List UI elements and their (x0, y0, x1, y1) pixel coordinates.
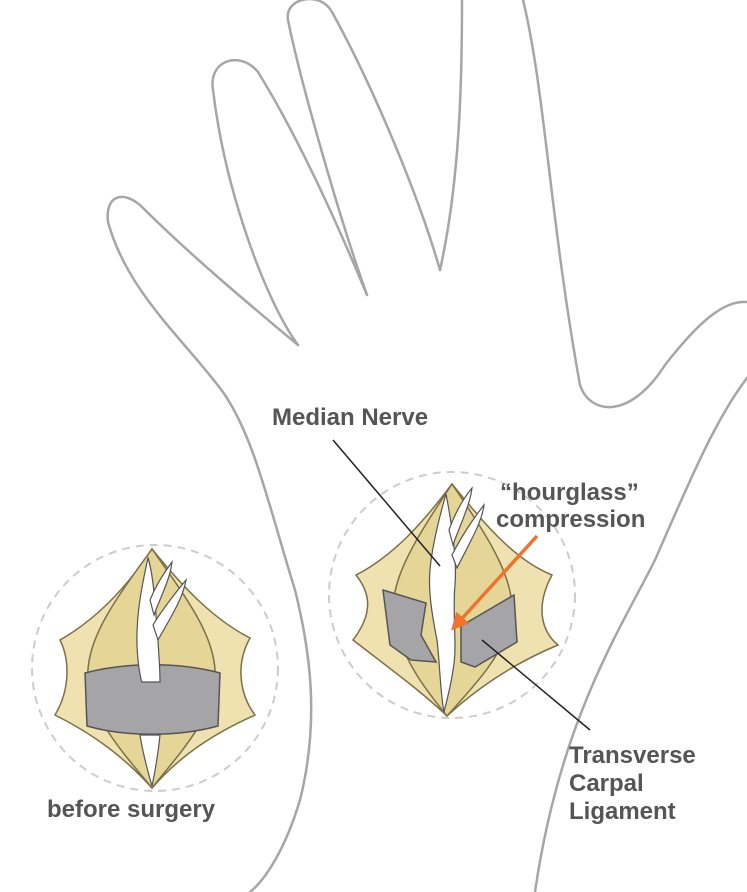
before-ligament-band (84, 664, 221, 735)
compression-inset (328, 471, 576, 719)
before-surgery-label: before surgery (47, 796, 216, 823)
compression-nerve (428, 486, 485, 713)
finger-middle (438, 0, 464, 272)
hand-outline (106, 0, 747, 892)
before-surgery-inset-circle (31, 544, 279, 792)
compression-arrow (451, 534, 539, 631)
compression-inset-circle (328, 471, 576, 719)
ligament-leader-line (481, 639, 591, 731)
hand-left-edge (106, 195, 313, 892)
thumb-lower-edge (533, 376, 747, 892)
before-surgery-inset (31, 544, 279, 792)
ligament-right-piece (460, 593, 518, 668)
finger-ring (286, 0, 442, 297)
median-nerve-leader-line (332, 439, 441, 567)
hourglass-label-line1: “hourglass” (500, 479, 639, 506)
ligament-label-line1: Transverse (569, 742, 696, 769)
ligament-left-piece (382, 588, 438, 663)
ligament-label-line3: Ligament (569, 798, 676, 825)
ligament-label-line2: Carpal (569, 770, 644, 797)
before-nerve (136, 555, 187, 787)
hourglass-label-line2: compression (496, 506, 645, 533)
finger-pinky (211, 58, 369, 347)
finger-index (521, 0, 747, 409)
median-nerve-label: Median Nerve (272, 404, 428, 431)
